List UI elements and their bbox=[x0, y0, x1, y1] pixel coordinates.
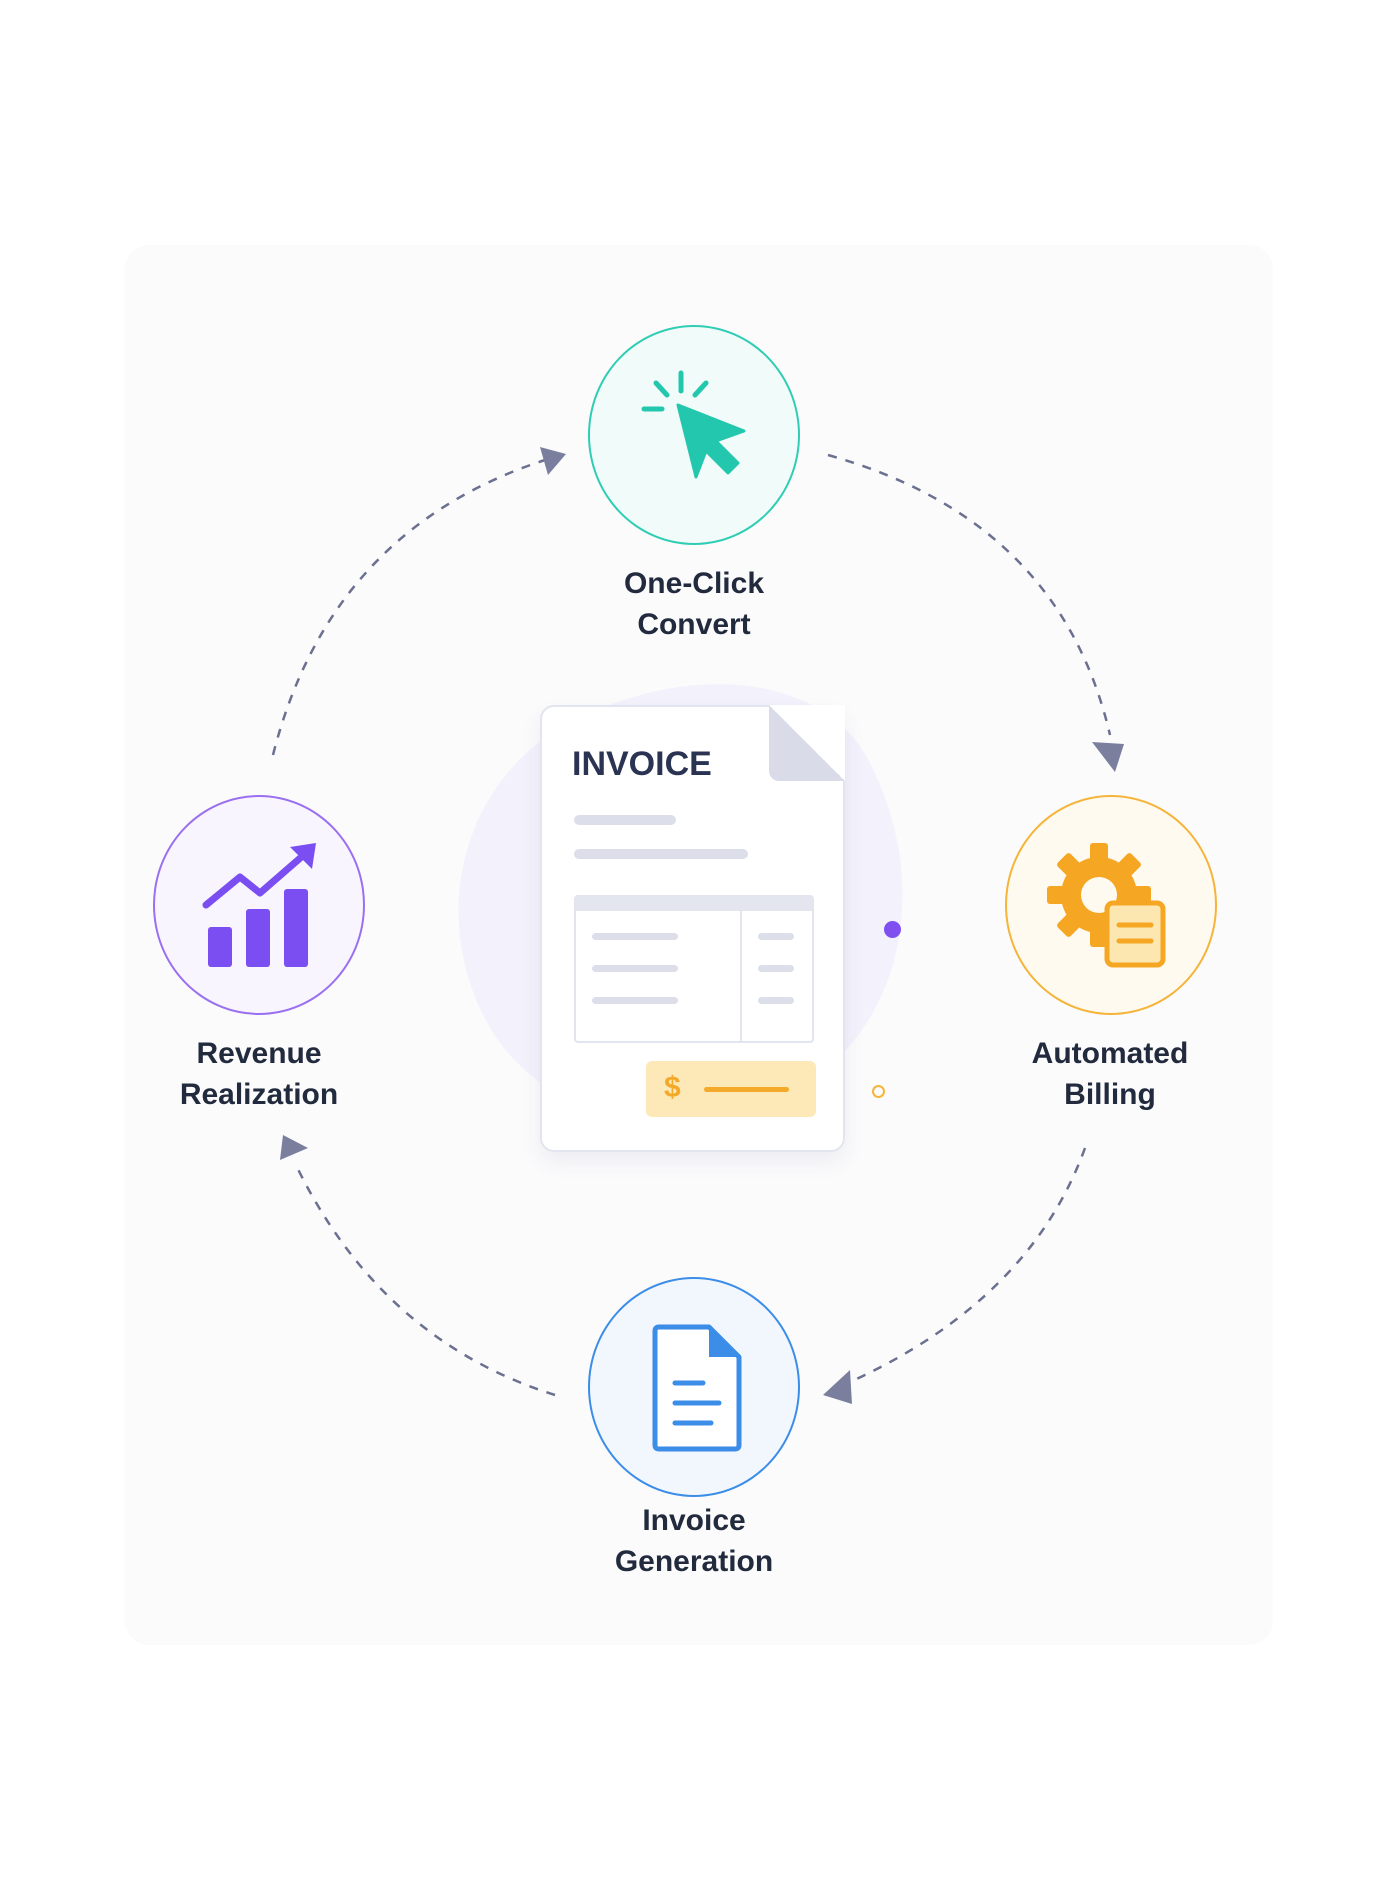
document-table-line bbox=[758, 933, 794, 940]
accent-dot bbox=[884, 921, 901, 938]
step-invoice-label: Invoice Generation bbox=[614, 1504, 774, 1578]
document-icon bbox=[652, 1324, 742, 1452]
document-fold bbox=[769, 705, 845, 781]
document-table bbox=[574, 895, 814, 1043]
connector-convert-to-billing bbox=[827, 453, 1112, 736]
document-table-divider bbox=[740, 911, 742, 1041]
bar-chart-growth-icon bbox=[202, 843, 316, 967]
document-line bbox=[574, 849, 748, 859]
step-billing-label: Automated Billing bbox=[1031, 1037, 1189, 1111]
arrowhead-invoice bbox=[823, 1370, 852, 1404]
arrowhead-revenue bbox=[280, 1135, 308, 1160]
cursor-click-icon bbox=[641, 370, 746, 479]
step-convert-label: One-Click Convert bbox=[623, 567, 765, 641]
connector-invoice-to-revenue bbox=[293, 1162, 556, 1397]
invoice-document: INVOICE $ bbox=[540, 705, 845, 1152]
arrowhead-convert bbox=[540, 447, 566, 475]
document-table-line bbox=[592, 997, 678, 1004]
step-revenue-circle bbox=[153, 795, 365, 1015]
document-table-line bbox=[758, 965, 794, 972]
connector-billing-to-invoice bbox=[849, 1147, 1087, 1384]
document-table-header bbox=[576, 897, 812, 911]
total-line bbox=[704, 1087, 789, 1092]
invoice-title: INVOICE bbox=[572, 745, 712, 783]
accent-ring bbox=[872, 1085, 885, 1098]
document-line bbox=[574, 815, 676, 825]
step-billing-circle bbox=[1005, 795, 1217, 1015]
step-revenue-label: Revenue Realization bbox=[179, 1037, 339, 1111]
document-table-line bbox=[758, 997, 794, 1004]
step-convert-circle bbox=[588, 325, 800, 545]
gear-document-icon bbox=[1047, 843, 1166, 968]
step-invoice-circle bbox=[588, 1277, 800, 1497]
document-table-line bbox=[592, 965, 678, 972]
document-table-line bbox=[592, 933, 678, 940]
document-total: $ bbox=[646, 1061, 816, 1117]
arrowhead-billing bbox=[1092, 742, 1124, 772]
connector-revenue-to-convert bbox=[271, 458, 546, 756]
dollar-sign: $ bbox=[664, 1071, 681, 1104]
